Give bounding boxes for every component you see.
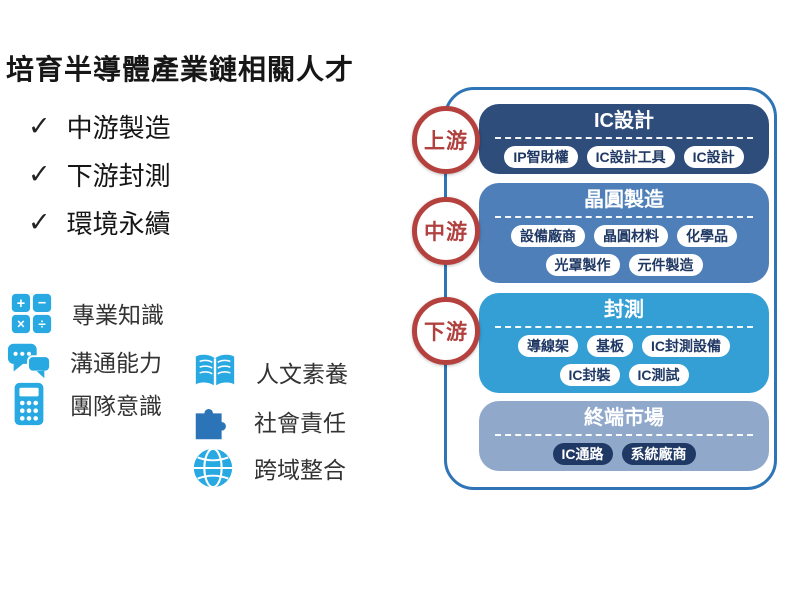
skill-label: 團隊意識 [70,393,162,419]
chain-tag: 晶圓材料 [594,225,668,247]
tag-row: IC封裝 IC測試 [479,364,769,386]
chain-tag: 系統廠商 [621,443,696,465]
tag-row: IP智財權 IC設計工具 IC設計 [479,146,769,168]
skill-item-cross-domain: 跨域整合 [190,445,346,491]
chain-tag: 元件製造 [628,254,703,276]
check-icon: ✓ [28,111,51,141]
dashed-divider [495,434,753,436]
chain-box-wafer-fab: 晶圓製造 設備廠商 晶圓材料 化學品 光罩製作 元件製造 [479,183,769,283]
check-item-downstream: ✓ 下游封測 [28,156,171,193]
stage-badge-midstream: 中游 [412,197,480,265]
chain-tag: IC測試 [628,364,689,386]
chain-box-title: 終端市場 [584,407,664,429]
chain-tag: 設備廠商 [511,225,585,247]
skill-label: 跨域整合 [254,457,346,483]
dashed-divider [495,137,753,139]
svg-text:−: − [38,295,46,311]
tag-row: IC通路 系統廠商 [479,443,769,465]
tag-row: 設備廠商 晶圓材料 化學品 [479,225,769,247]
check-item-label: 下游封測 [66,161,171,191]
page-title: 培育半導體產業鏈相關人才 [6,54,355,85]
chain-box-title: 封測 [604,299,644,321]
skill-label: 專業知識 [72,302,164,328]
stage-badge-label: 上游 [424,130,468,153]
check-icon: ✓ [28,207,51,237]
skill-item-humanities: 人文素養 [192,349,348,395]
chain-box-ic-design: IC設計 IP智財權 IC設計工具 IC設計 [479,104,769,174]
chain-tag: IC通路 [552,443,613,465]
dashed-divider [495,326,753,328]
chain-tag: 化學品 [677,225,737,247]
chain-box-packaging-testing: 封測 導線架 基板 IC封測設備 IC封裝 IC測試 [479,293,769,393]
chain-box-title: IC設計 [594,110,654,132]
skill-item-knowledge: + − × ÷ 專業知識 [8,290,164,336]
chain-tag: 導線架 [518,335,578,357]
dashed-divider [495,216,753,218]
chain-tag: IC設計工具 [586,146,675,168]
stage-badge-downstream: 下游 [412,297,480,365]
skill-item-social-responsibility: 社會責任 [190,398,346,444]
chain-tag: IC設計 [683,146,744,168]
stage-badge-upstream: 上游 [412,106,480,174]
check-item-label: 中游製造 [66,113,171,143]
check-item-label: 環境永續 [66,209,171,239]
tag-row: 光罩製作 元件製造 [479,254,769,276]
chain-tag: IC封裝 [559,364,620,386]
stage-badge-label: 中游 [424,221,468,244]
stage-badge-label: 下游 [424,321,468,344]
chain-tag: IP智財權 [504,146,578,168]
svg-text:+: + [17,296,25,312]
globe-icon [190,445,236,491]
skill-label: 溝通能力 [70,350,162,376]
chain-tag: 基板 [587,335,633,357]
skill-label: 社會責任 [254,410,346,436]
open-book-icon [192,349,238,395]
puzzle-icon [190,398,236,444]
chain-tag: IC封測設備 [642,335,730,357]
chat-bubbles-icon [6,338,52,384]
svg-text:×: × [17,316,25,331]
skill-item-communication: 溝通能力 [6,338,162,384]
chain-box-end-market: 終端市場 IC通路 系統廠商 [479,401,769,471]
svg-text:÷: ÷ [38,316,46,331]
math-operations-icon: + − × ÷ [8,290,54,336]
skill-item-teamwork: 團隊意識 [6,381,162,427]
chain-box-title: 晶圓製造 [584,189,664,211]
check-item-midstream: ✓ 中游製造 [28,108,171,145]
check-icon: ✓ [28,159,51,189]
calculator-icon [6,381,52,427]
tag-row: 導線架 基板 IC封測設備 [479,335,769,357]
chain-tag: 光罩製作 [545,254,620,276]
skill-label: 人文素養 [256,361,348,387]
check-item-sustainability: ✓ 環境永續 [28,204,171,241]
